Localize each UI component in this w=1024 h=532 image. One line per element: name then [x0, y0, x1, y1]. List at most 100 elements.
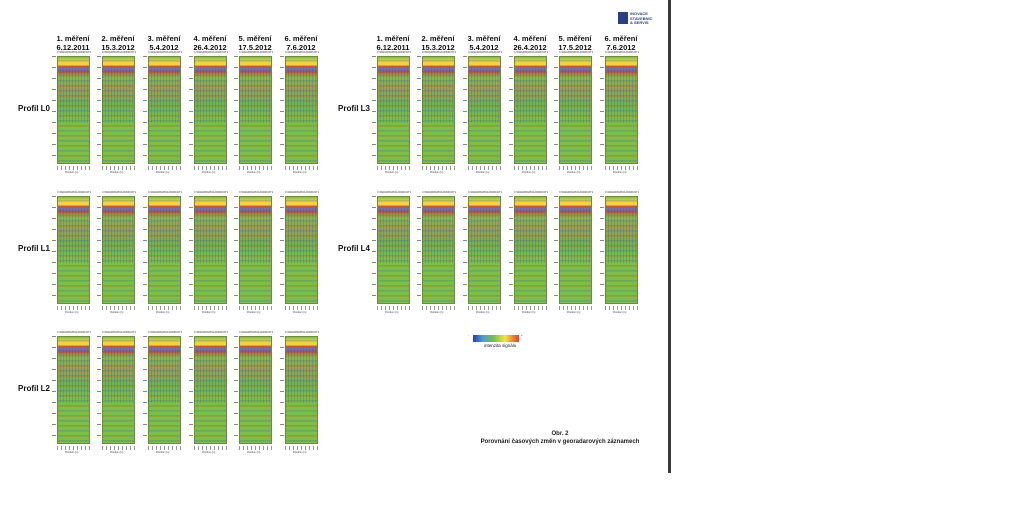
y-tick	[280, 133, 284, 134]
x-axis-ticks	[468, 166, 501, 170]
y-tick	[189, 133, 193, 134]
y-tick	[143, 262, 147, 263]
y-tick	[600, 251, 604, 252]
y-tick	[280, 402, 284, 403]
y-tick	[372, 78, 376, 79]
y-tick	[97, 273, 101, 274]
x-axis-label: Position (m)	[247, 451, 261, 454]
y-tick	[234, 369, 238, 370]
y-tick	[52, 89, 56, 90]
y-tick	[509, 78, 513, 79]
y-tick	[417, 122, 421, 123]
x-axis-ticks	[239, 446, 272, 450]
y-tick	[189, 336, 193, 337]
radargram-texture	[57, 208, 90, 263]
measurement-date: 5.4.2012	[149, 42, 179, 52]
panel-title: C:\RADAR\DATA\L0\0000.DT1	[285, 331, 320, 334]
x-axis-label: Position (m)	[567, 311, 581, 314]
y-tick	[52, 133, 56, 134]
y-tick	[417, 89, 421, 90]
y-axis-ticks	[189, 196, 193, 304]
y-tick	[372, 207, 376, 208]
y-tick	[97, 122, 101, 123]
radargram-image	[422, 56, 455, 164]
y-tick	[189, 424, 193, 425]
y-axis-ticks	[372, 56, 376, 164]
y-tick	[372, 229, 376, 230]
x-axis-label: Position (m)	[65, 311, 79, 314]
y-tick	[234, 284, 238, 285]
y-tick	[509, 196, 513, 197]
y-tick	[280, 144, 284, 145]
y-tick	[143, 402, 147, 403]
y-tick	[372, 240, 376, 241]
y-tick	[280, 251, 284, 252]
y-tick	[280, 111, 284, 112]
y-tick	[554, 67, 558, 68]
radargram-image	[514, 196, 547, 304]
y-tick	[280, 413, 284, 414]
y-tick	[189, 251, 193, 252]
y-tick	[143, 122, 147, 123]
y-tick	[509, 122, 513, 123]
measurement-label: 2. měření	[421, 34, 455, 43]
y-tick	[509, 240, 513, 241]
y-tick	[554, 56, 558, 57]
y-tick	[600, 56, 604, 57]
y-tick	[189, 67, 193, 68]
panel-title: C:\RADAR\DATA\L0\0000.DT1	[57, 331, 92, 334]
y-axis-ticks	[143, 336, 147, 444]
x-axis-ticks	[605, 166, 638, 170]
y-tick	[554, 295, 558, 296]
y-tick	[52, 347, 56, 348]
x-axis-label: Position (m)	[293, 311, 307, 314]
y-axis-ticks	[554, 196, 558, 304]
y-tick	[234, 89, 238, 90]
panel-title: C:\RADAR\DATA\L0\0000.DT1	[57, 191, 92, 194]
y-tick	[97, 391, 101, 392]
panel-title: C:\RADAR\DATA\L0\0000.DT1	[57, 51, 92, 54]
measurement-date: 5.4.2012	[469, 42, 499, 52]
profile-label-l2: Profil L2	[18, 384, 51, 393]
y-tick	[417, 100, 421, 101]
x-axis-label: Position (m)	[156, 311, 170, 314]
y-tick	[372, 155, 376, 156]
y-tick	[600, 78, 604, 79]
y-tick	[143, 207, 147, 208]
measurement-label: 4. měření	[193, 34, 227, 43]
y-tick	[97, 251, 101, 252]
x-axis-ticks	[148, 166, 181, 170]
radargram-texture	[422, 68, 455, 123]
y-tick	[97, 284, 101, 285]
x-axis-label: Position (m)	[247, 171, 261, 174]
y-tick	[554, 100, 558, 101]
panel-title: C:\RADAR\DATA\L0\0000.DT1	[422, 191, 457, 194]
y-tick	[234, 295, 238, 296]
radargram-image	[57, 56, 90, 164]
colorbar-label: intenzita signálu	[484, 343, 517, 348]
radargram-texture	[468, 208, 501, 263]
y-tick	[417, 207, 421, 208]
measurement-label: 2. měření	[101, 34, 135, 43]
y-tick	[509, 207, 513, 208]
y-tick	[143, 391, 147, 392]
panel-title: C:\RADAR\DATA\L0\0000.DT1	[148, 51, 183, 54]
logo-mark-icon	[618, 12, 628, 24]
y-tick	[509, 133, 513, 134]
radargram-image	[285, 196, 318, 304]
y-tick	[97, 218, 101, 219]
y-axis-ticks	[463, 56, 467, 164]
radargram-texture	[239, 68, 272, 123]
y-tick	[280, 273, 284, 274]
y-axis-ticks	[52, 196, 56, 304]
radargram-texture	[57, 68, 90, 123]
x-axis-label: Position (m)	[156, 451, 170, 454]
